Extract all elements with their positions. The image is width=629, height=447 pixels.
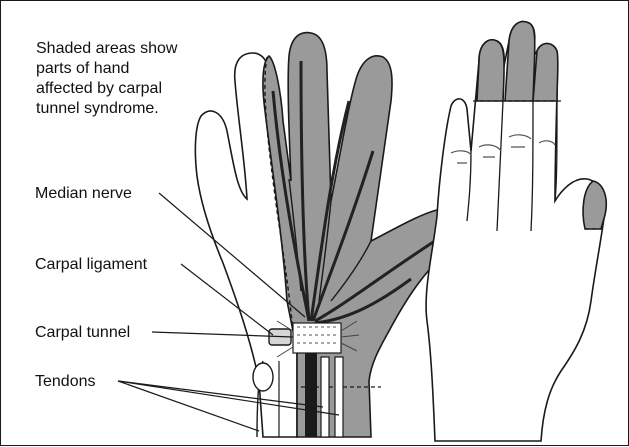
caption-line: affected by carpal — [36, 79, 177, 99]
back-hand — [426, 22, 606, 441]
carpal-tunnel-label: Carpal tunnel — [35, 323, 130, 343]
caption-line: parts of hand — [36, 59, 177, 79]
caption-line: tunnel syndrome. — [36, 99, 177, 119]
tendons-leader — [118, 381, 259, 431]
carpal-ligament-label: Carpal ligament — [35, 255, 147, 275]
tendons-label: Tendons — [35, 372, 96, 392]
caption: Shaded areas show parts of hand affected… — [36, 39, 177, 119]
median-nerve-label: Median nerve — [35, 184, 132, 204]
caption-line: Shaded areas show — [36, 39, 177, 59]
